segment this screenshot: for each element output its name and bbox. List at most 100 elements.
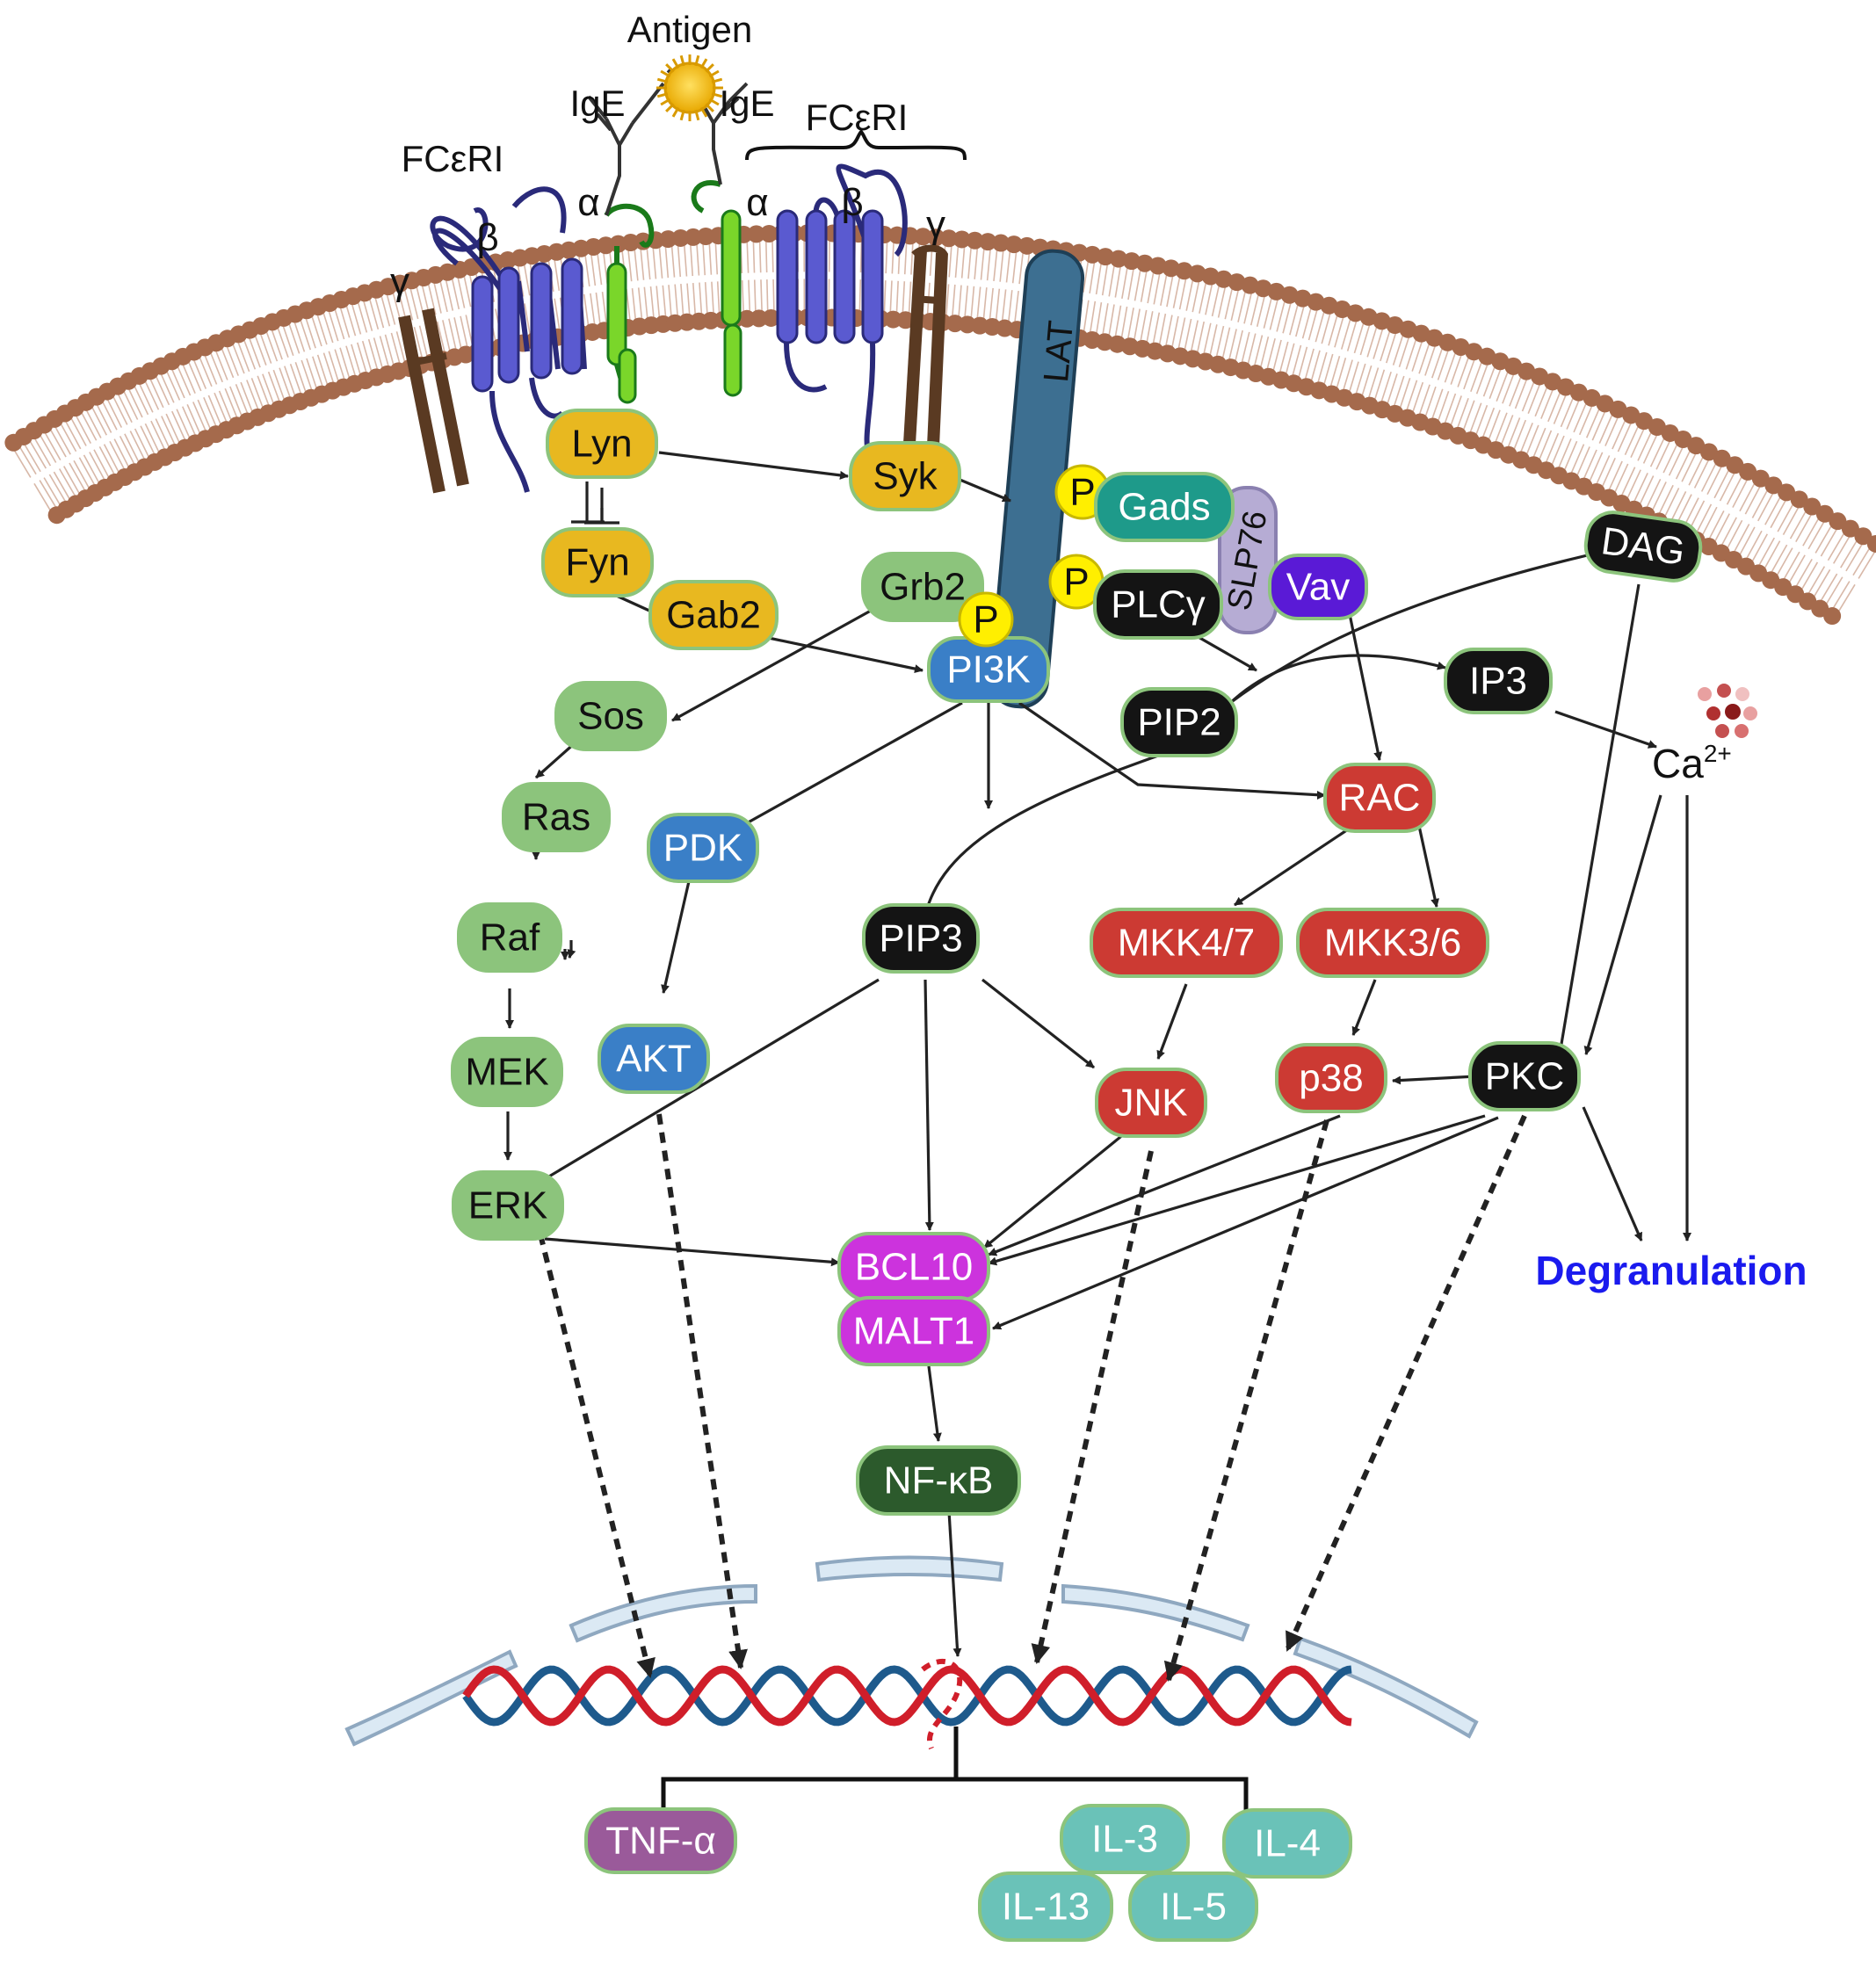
- svg-text:PI3K: PI3K: [946, 648, 1030, 691]
- svg-text:Lyn: Lyn: [571, 423, 632, 466]
- svg-text:Gads: Gads: [1118, 486, 1210, 529]
- svg-text:AKT: AKT: [616, 1038, 692, 1081]
- slp76-adapter: SLP76: [1218, 486, 1278, 634]
- beta-label-right: β: [841, 181, 863, 224]
- svg-text:TNF-α: TNF-α: [605, 1820, 716, 1863]
- svg-text:PIP2: PIP2: [1137, 701, 1220, 744]
- svg-text:MKK4/7: MKK4/7: [1118, 922, 1256, 965]
- node-grb2: Grb2: [861, 552, 984, 622]
- svg-text:P: P: [1069, 471, 1095, 514]
- node-il13: IL-13: [978, 1872, 1113, 1942]
- alpha-label-right: α: [746, 181, 768, 224]
- svg-text:Syk: Syk: [873, 455, 938, 498]
- svg-text:IL-4: IL-4: [1254, 1822, 1321, 1865]
- node-fyn: Fyn: [541, 527, 654, 597]
- svg-text:IP3: IP3: [1469, 660, 1527, 703]
- node-bcl10: BCL10: [837, 1232, 990, 1302]
- node-gads: Gads: [1094, 472, 1235, 542]
- node-pi3k: PI3K: [927, 636, 1050, 703]
- svg-text:ERK: ERK: [468, 1184, 547, 1227]
- node-mkk36: MKK3/6: [1296, 908, 1489, 978]
- svg-text:MKK3/6: MKK3/6: [1324, 922, 1462, 965]
- ige-label-right: IgE: [719, 83, 774, 124]
- svg-text:IL-5: IL-5: [1160, 1886, 1227, 1929]
- node-dag: DAG: [1583, 510, 1703, 583]
- svg-text:P: P: [1063, 561, 1089, 604]
- svg-text:Grb2: Grb2: [880, 566, 966, 609]
- svg-text:P: P: [973, 598, 998, 641]
- node-rac: RAC: [1323, 763, 1436, 833]
- dashed-arrows: [538, 1113, 1527, 1682]
- svg-text:PIP3: PIP3: [879, 917, 962, 960]
- svg-text:MALT1: MALT1: [853, 1310, 975, 1353]
- svg-text:IL-13: IL-13: [1002, 1886, 1090, 1929]
- node-pdk: PDK: [647, 813, 759, 883]
- node-lyn: Lyn: [546, 409, 658, 479]
- node-pip2: PIP2: [1120, 687, 1238, 757]
- svg-text:Fyn: Fyn: [565, 541, 629, 584]
- node-erk: ERK: [452, 1170, 564, 1241]
- svg-text:Sos: Sos: [577, 695, 644, 738]
- structure-labels: Antigen IgE IgE FCεRI FCεRI γ γ β β α α …: [390, 9, 1807, 1293]
- node-p38: p38: [1275, 1043, 1387, 1113]
- antigen-particle: [656, 54, 723, 121]
- node-syk: Syk: [849, 441, 961, 511]
- node-raf: Raf: [457, 902, 562, 973]
- node-il3: IL-3: [1060, 1804, 1190, 1874]
- svg-text:Gab2: Gab2: [666, 594, 761, 637]
- calcium-label: Ca2+: [1652, 740, 1732, 786]
- alpha-label-left: α: [577, 181, 599, 224]
- svg-text:PKC: PKC: [1485, 1055, 1564, 1098]
- gamma-label-right: γ: [926, 203, 945, 246]
- svg-text:MEK: MEK: [465, 1051, 548, 1094]
- node-mkk47: MKK4/7: [1090, 908, 1283, 978]
- node-mek: MEK: [451, 1037, 563, 1107]
- svg-text:JNK: JNK: [1114, 1082, 1187, 1125]
- gamma-label-left: γ: [390, 260, 409, 303]
- node-jnk: JNK: [1095, 1068, 1207, 1138]
- node-malt1: MALT1: [837, 1296, 990, 1366]
- node-sos: Sos: [554, 681, 667, 751]
- nuclear-envelope: [344, 1555, 1479, 1747]
- antigen-label: Antigen: [627, 9, 752, 50]
- node-il5: IL-5: [1128, 1872, 1258, 1942]
- solid-arrows: [503, 451, 1691, 1657]
- svg-text:p38: p38: [1299, 1057, 1363, 1100]
- svg-text:Raf: Raf: [480, 916, 540, 959]
- svg-text:Ras: Ras: [522, 796, 590, 839]
- ige-label-left: IgE: [569, 83, 625, 124]
- node-gab2: Gab2: [648, 580, 779, 650]
- svg-text:IL-3: IL-3: [1091, 1818, 1158, 1861]
- degranulation-label: Degranulation: [1535, 1248, 1807, 1293]
- node-akt: AKT: [598, 1024, 710, 1094]
- svg-text:RAC: RAC: [1339, 777, 1421, 820]
- dna-double-helix: [462, 1658, 1352, 1750]
- svg-text:Vav: Vav: [1286, 566, 1351, 609]
- node-pip3: PIP3: [862, 903, 980, 974]
- node-ip3: IP3: [1444, 648, 1553, 714]
- ige-antibodies: [587, 69, 749, 216]
- gene-output-bracket: [661, 1727, 1249, 1823]
- fceri-receptor-left: [398, 186, 655, 494]
- fceri-bracket: [745, 129, 967, 161]
- phospho-grb2: P: [958, 591, 1014, 648]
- fceri-receptor-right: [691, 163, 948, 459]
- svg-text:PLCγ: PLCγ: [1111, 583, 1206, 626]
- signaling-nodes: Lyn Syk Fyn Gab2 Grb2 PI3K P P P Gads: [451, 409, 1703, 1942]
- calcium-ions: [1698, 684, 1757, 738]
- fceri-label-left: FCεRI: [402, 138, 504, 179]
- fceri-label-right: FCεRI: [806, 97, 909, 138]
- inhibition-lyn-fyn: [571, 481, 605, 524]
- node-nfkb: NF-κB: [856, 1445, 1021, 1516]
- lat-label: LAT: [1037, 319, 1081, 384]
- node-plcg: PLCγ: [1093, 569, 1223, 640]
- node-il4: IL-4: [1222, 1808, 1352, 1879]
- node-vav: Vav: [1268, 554, 1368, 620]
- svg-text:NF-κB: NF-κB: [884, 1459, 994, 1502]
- node-ras: Ras: [502, 782, 611, 852]
- node-pkc: PKC: [1468, 1041, 1581, 1111]
- svg-text:PDK: PDK: [663, 827, 742, 870]
- beta-label-left: β: [476, 216, 498, 259]
- phospho-plcg: P: [1048, 554, 1105, 610]
